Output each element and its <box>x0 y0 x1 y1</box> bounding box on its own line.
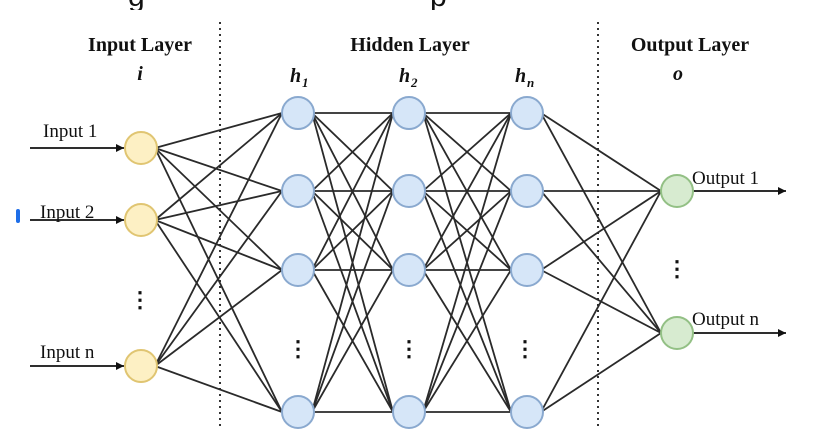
output-label-n: Output n <box>692 309 760 330</box>
edge-h1n2-h2n1 <box>311 112 394 192</box>
network-nodes <box>124 96 694 429</box>
edge-hn4-output2 <box>540 332 662 413</box>
input-node-3 <box>124 349 158 383</box>
output-label-1: Output 1 <box>692 168 759 189</box>
edge-hn2-output2 <box>540 190 662 334</box>
clipped-caption: g p <box>0 0 838 10</box>
hidden-column-label-h1: h 1 <box>290 65 309 90</box>
hidden-column-label-h2: h 2 <box>399 65 418 90</box>
input-layer-symbol: i <box>137 63 143 85</box>
output-ellipsis: ⋮ <box>666 256 688 281</box>
h2-ellipsis: ⋮ <box>398 336 420 361</box>
clipped-caption-glyph: p <box>430 0 447 10</box>
edge-input3-h1n4 <box>154 365 283 413</box>
edge-h1n4-h2n1 <box>311 112 394 413</box>
input-label-n: Input n <box>40 342 95 363</box>
edge-input3-h1n1 <box>154 112 283 367</box>
text-cursor-mark <box>16 209 20 223</box>
io-arrows <box>30 144 786 370</box>
edge-input2-h1n1 <box>154 112 283 221</box>
edge-h2n4-h3n1 <box>422 112 512 413</box>
hn-ellipsis: ⋮ <box>514 336 536 361</box>
edge-input3-h1n2 <box>154 190 283 367</box>
edge-h1n4-h2n2 <box>311 190 394 413</box>
input-ellipsis: ⋮ <box>129 287 151 312</box>
edge-input1-h1n1 <box>154 112 283 149</box>
edge-input2-h1n3 <box>154 219 283 271</box>
hidden-node-l3-2 <box>510 174 544 208</box>
h1-ellipsis: ⋮ <box>287 336 309 361</box>
hidden-node-l1-4 <box>281 395 315 429</box>
hidden-node-l2-4 <box>392 395 426 429</box>
connection-edges <box>154 112 662 413</box>
hidden-node-l3-3 <box>510 253 544 287</box>
edge-h2n4-h3n3 <box>422 269 512 413</box>
input-label-1: Input 1 <box>43 121 97 142</box>
edge-h2n3-h3n1 <box>422 112 512 271</box>
output-layer-symbol: o <box>673 63 683 85</box>
output-node-1 <box>660 174 694 208</box>
hidden-node-l1-2 <box>281 174 315 208</box>
output-node-2 <box>660 316 694 350</box>
hidden-node-l2-2 <box>392 174 426 208</box>
h2-subscript: 2 <box>410 75 418 90</box>
h1-symbol: h <box>290 65 301 87</box>
edge-h1n3-h2n2 <box>311 190 394 271</box>
hidden-node-l3-4 <box>510 395 544 429</box>
hidden-node-l2-1 <box>392 96 426 130</box>
output-layer-title: Output Layer <box>631 34 749 56</box>
edge-h1n3-h2n1 <box>311 112 394 271</box>
hidden-column-label-hn: h n <box>515 65 534 90</box>
hidden-node-l1-3 <box>281 253 315 287</box>
edge-input3-h1n3 <box>154 269 283 367</box>
hidden-layer-title: Hidden Layer <box>350 34 470 56</box>
edge-h2n4-h3n2 <box>422 190 512 413</box>
h1-subscript: 1 <box>302 75 309 90</box>
hidden-node-l3-1 <box>510 96 544 130</box>
edge-h2n2-h3n1 <box>422 112 512 192</box>
edge-input1-h1n2 <box>154 147 283 192</box>
edge-hn4-output1 <box>540 190 662 413</box>
edge-input1-h1n3 <box>154 147 283 271</box>
input-layer-title: Input Layer <box>88 34 192 56</box>
hidden-node-l1-1 <box>281 96 315 130</box>
edge-h2n3-h3n2 <box>422 190 512 271</box>
edge-input2-h1n4 <box>154 219 283 413</box>
hn-subscript: n <box>527 75 534 90</box>
h2-symbol: h <box>399 65 410 87</box>
edge-hn1-output2 <box>540 112 662 334</box>
edge-hn1-output1 <box>540 112 662 192</box>
input-label-2: Input 2 <box>40 202 94 223</box>
hidden-node-l2-3 <box>392 253 426 287</box>
hn-symbol: h <box>515 65 526 87</box>
input-node-2 <box>124 203 158 237</box>
input-node-1 <box>124 131 158 165</box>
edge-input2-h1n2 <box>154 190 283 221</box>
edge-hn3-output1 <box>540 190 662 271</box>
clipped-caption-glyph: g <box>128 0 145 10</box>
edge-h1n4-h2n3 <box>311 269 394 413</box>
